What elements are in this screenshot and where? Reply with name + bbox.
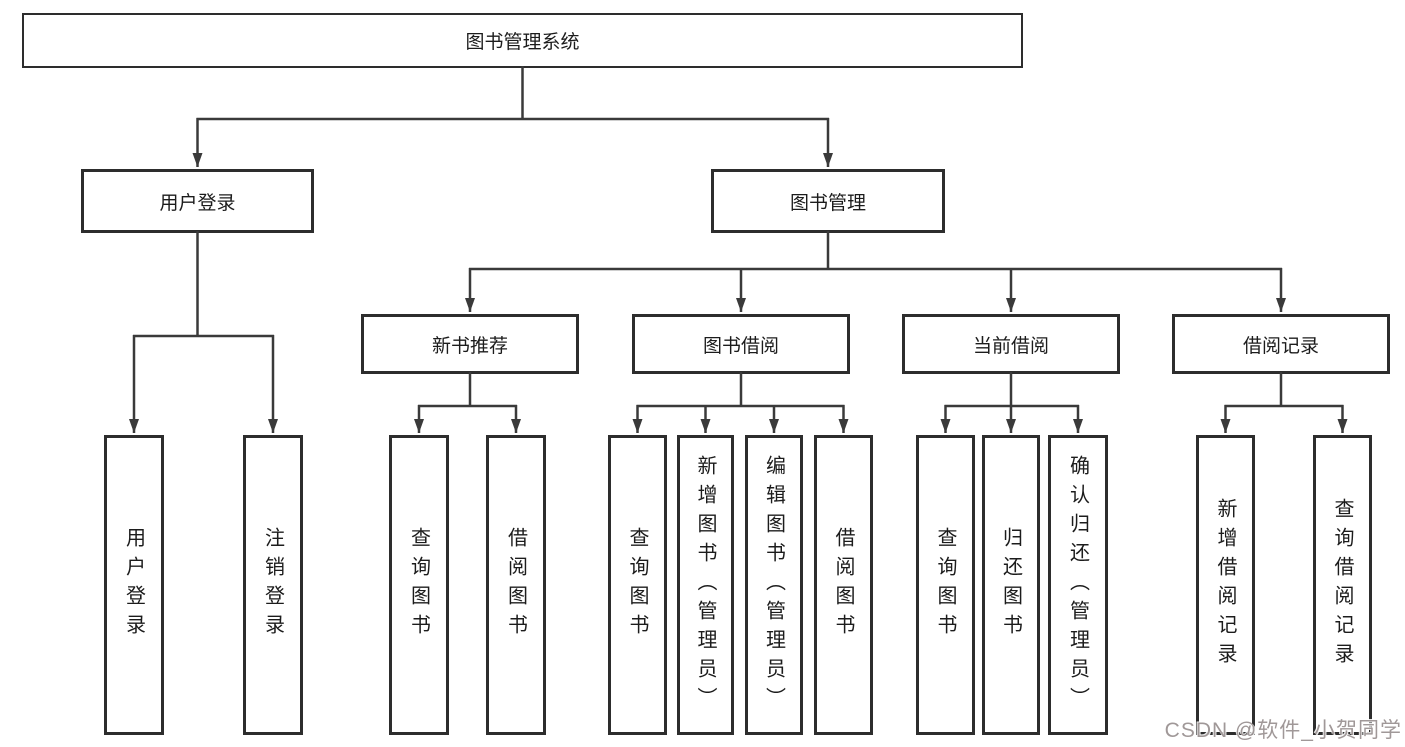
- leaf-return-books: 归还图书: [982, 435, 1040, 735]
- leaf-add-books-admin: 新增图书（管理员）: [677, 435, 734, 735]
- node-book-management: 图书管理: [711, 169, 945, 233]
- node-book-borrowing: 图书借阅: [632, 314, 850, 374]
- leaf-add-borrow-record: 新增借阅记录: [1196, 435, 1255, 735]
- leaf-user-login: 用户登录: [104, 435, 164, 735]
- leaf-logout: 注销登录: [243, 435, 303, 735]
- node-new-book-recommend: 新书推荐: [361, 314, 579, 374]
- node-current-borrowing: 当前借阅: [902, 314, 1120, 374]
- leaf-borrow-books: 借阅图书: [814, 435, 873, 735]
- csdn-watermark: CSDN @软件_小贺同学: [1164, 719, 1402, 742]
- leaf-edit-books-admin: 编辑图书（管理员）: [745, 435, 803, 735]
- node-user-login: 用户登录: [81, 169, 314, 233]
- leaf-query-books-current: 查询图书: [916, 435, 975, 735]
- leaf-query-books-borrowing: 查询图书: [608, 435, 667, 735]
- node-library-management-system: 图书管理系统: [22, 13, 1023, 68]
- leaf-borrow-books-recommend: 借阅图书: [486, 435, 546, 735]
- leaf-query-books-recommend: 查询图书: [389, 435, 449, 735]
- leaf-confirm-return-admin: 确认归还（管理员）: [1048, 435, 1108, 735]
- node-borrowing-records: 借阅记录: [1172, 314, 1390, 374]
- leaf-query-borrow-record: 查询借阅记录: [1313, 435, 1372, 735]
